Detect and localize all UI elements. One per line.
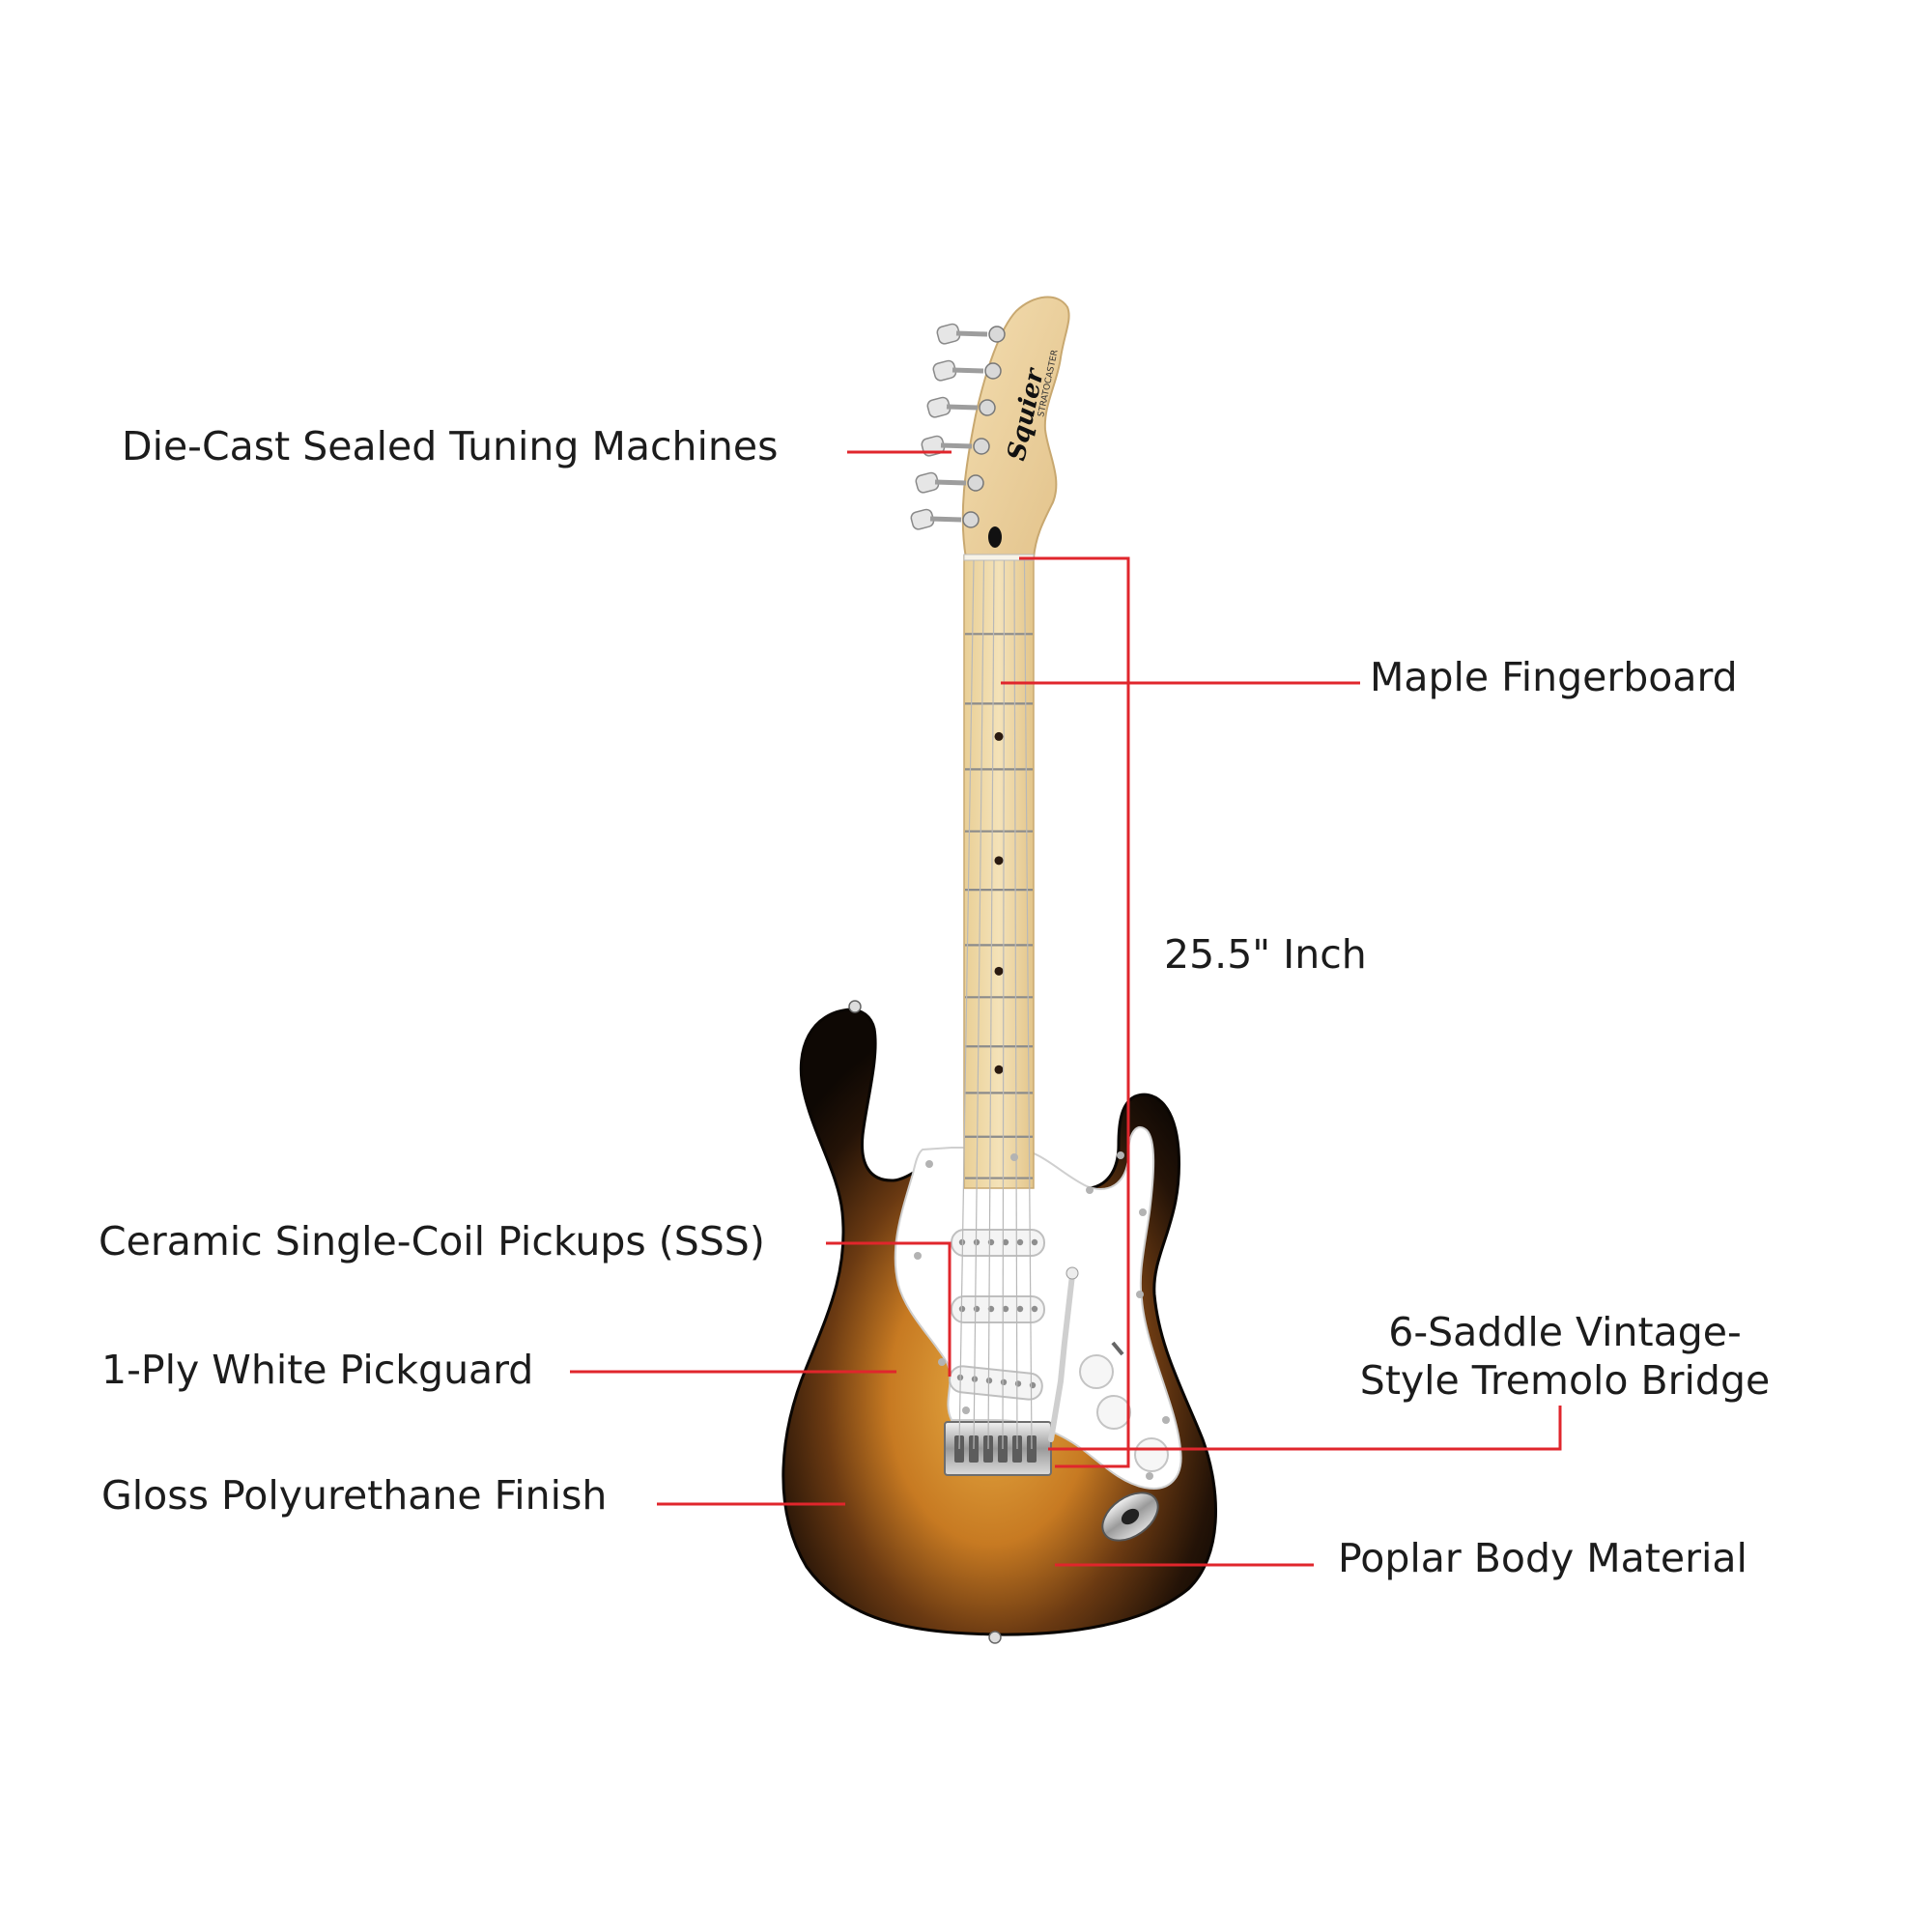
callout-bridge-line1: 6-Saddle Vintage- [1388, 1309, 1742, 1355]
volume-knob [1079, 1354, 1114, 1389]
inlay-dot [994, 731, 1004, 741]
tuner-shaft [946, 404, 979, 411]
inlay-dot [994, 966, 1004, 976]
pickguard-screw [1139, 1208, 1147, 1216]
leader-scale-length [1019, 556, 1130, 1468]
callout-pickups: Ceramic Single-Coil Pickups (SSS) [99, 1218, 765, 1264]
pickguard-screws [914, 1151, 1170, 1480]
string [1002, 559, 1006, 1450]
string [1013, 559, 1018, 1450]
tremolo-arm-tip [1065, 1266, 1079, 1280]
guitar-neck [963, 554, 1035, 1189]
output-jack [1121, 1508, 1140, 1525]
strap-button-bottom [988, 1631, 1002, 1644]
leader-bridge [1048, 1406, 1562, 1451]
callout-bridge-line2: Style Tremolo Bridge [1359, 1357, 1771, 1405]
pole-piece [973, 1305, 980, 1313]
callout-finish: Gloss Polyurethane Finish [101, 1472, 608, 1519]
inlay-dot [994, 1065, 1004, 1074]
pole-piece [1031, 1305, 1038, 1313]
pole-piece [1000, 1378, 1008, 1386]
pole-piece [1029, 1381, 1037, 1389]
pole-piece [1014, 1380, 1022, 1387]
pickguard-screw [1162, 1416, 1170, 1424]
tuner-shaft [952, 367, 984, 374]
tuner-post [962, 511, 980, 528]
tuner-shaft [929, 516, 962, 523]
string [987, 559, 995, 1450]
pickguard-screw [962, 1406, 970, 1414]
tuner-post [973, 438, 990, 455]
tuner-post [967, 474, 984, 492]
pickup-selector [1111, 1341, 1124, 1356]
tuner-post [979, 399, 996, 416]
fret-inlays [994, 731, 1004, 1074]
tuning-machines [910, 323, 1006, 530]
callout-fingerboard: Maple Fingerboard [1370, 654, 1738, 700]
callout-body-material: Poplar Body Material [1338, 1535, 1747, 1581]
pickguard-screw [914, 1252, 922, 1260]
strings [958, 559, 1033, 1450]
tuner-post [988, 326, 1006, 343]
pole-piece [1002, 1238, 1009, 1246]
pickguard-screw [1146, 1472, 1153, 1480]
pickguard-screw [1010, 1153, 1018, 1161]
pickguard-screw [938, 1358, 946, 1366]
pickup-bridge [949, 1365, 1043, 1401]
pickguard-screw [1086, 1186, 1094, 1194]
pickguard-screw [1136, 1291, 1144, 1298]
tone-knob-2 [1134, 1437, 1169, 1472]
pickup-neck [951, 1229, 1045, 1257]
tuner-shaft [955, 330, 988, 337]
pole-piece [1002, 1305, 1009, 1313]
leader-pickups [826, 1241, 952, 1377]
tone-knob-1 [1096, 1395, 1131, 1430]
leader-lines [570, 450, 1562, 1567]
callout-tuning-machines: Die-Cast Sealed Tuning Machines [122, 423, 779, 469]
string [1023, 559, 1033, 1450]
tremolo-arm [1048, 1272, 1075, 1442]
string [958, 559, 975, 1450]
truss-rod-nut [988, 526, 1002, 548]
headstock [961, 296, 1070, 559]
tuner-shaft [940, 442, 973, 449]
string [973, 559, 985, 1450]
pole-piece [1031, 1238, 1038, 1246]
frets [965, 633, 1033, 1179]
callout-pickguard: 1-Ply White Pickguard [101, 1347, 534, 1393]
strap-button-top [848, 1000, 862, 1013]
pickguard-screw [925, 1160, 933, 1168]
pole-piece [987, 1238, 995, 1246]
pole-piece [1016, 1305, 1024, 1313]
callout-bridge: 6-Saddle Vintage- Style Tremolo Bridge [1338, 1308, 1792, 1405]
pickguard-screw [1117, 1151, 1124, 1159]
pole-piece [1016, 1238, 1024, 1246]
pole-piece [958, 1305, 966, 1313]
control-knobs [1079, 1341, 1169, 1472]
tuner-shaft [934, 479, 967, 486]
callout-scale-length: 25.5" Inch [1164, 931, 1367, 978]
tuner-post [984, 362, 1002, 380]
inlay-dot [994, 856, 1004, 866]
